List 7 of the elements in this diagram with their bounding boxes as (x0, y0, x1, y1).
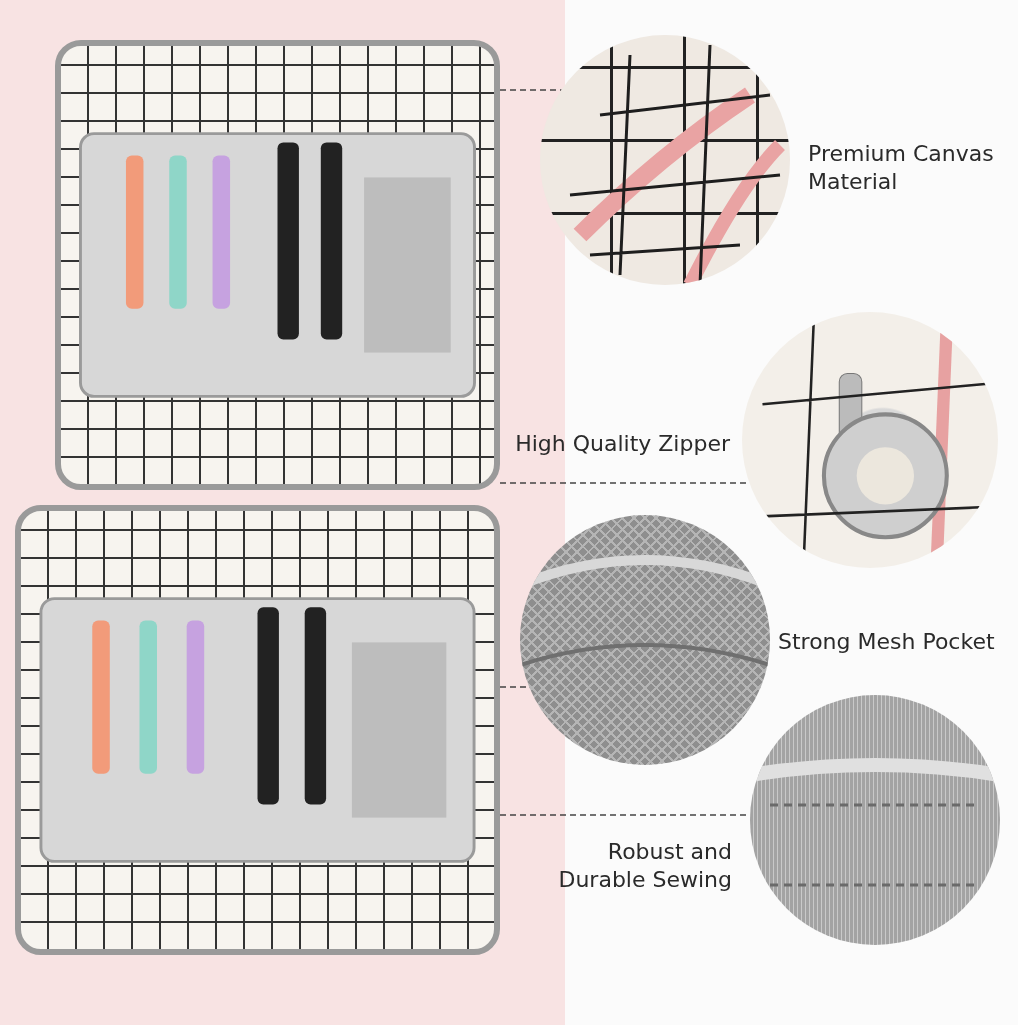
pencil-case-picture (15, 505, 500, 955)
pencil-case-picture (55, 40, 500, 490)
leader-line (499, 89, 563, 91)
callout-text: High Quality Zipper (514, 430, 730, 458)
callout-text: Robust and Durable Sewing (557, 838, 732, 893)
callout-text: Strong Mesh Pocket (778, 628, 996, 656)
callout-text: Premium Canvas Material (808, 140, 995, 195)
